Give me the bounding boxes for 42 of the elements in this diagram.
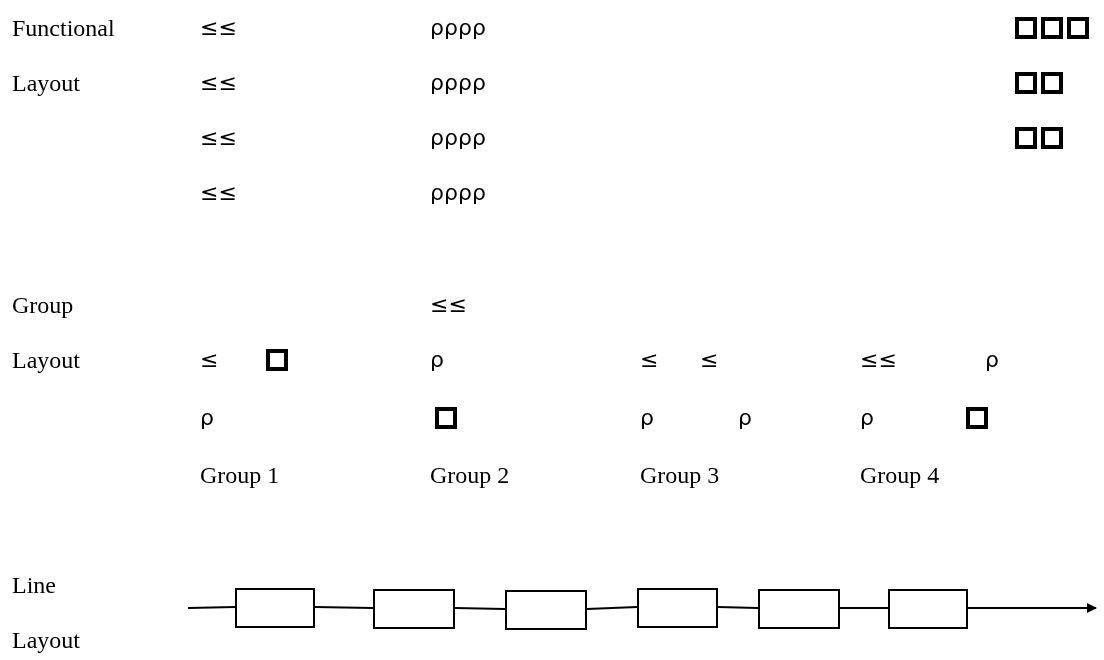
- label-text: Layout: [12, 626, 80, 654]
- label-text: ≤≤: [200, 70, 237, 96]
- label-text: ≤: [640, 347, 659, 373]
- label-text: ≤≤: [860, 347, 897, 373]
- label-text: Layout: [12, 346, 80, 374]
- empty-box: [888, 589, 968, 629]
- label-text: ≤≤: [200, 125, 237, 151]
- empty-box: [758, 589, 840, 629]
- label-text: ρ: [640, 405, 654, 431]
- label-text: ρρρρ: [430, 15, 486, 41]
- label-text: Group 4: [860, 461, 940, 489]
- label-text: Line: [12, 571, 56, 599]
- connector-line: [967, 603, 1097, 613]
- label-text: ρρρρ: [430, 70, 486, 96]
- label-text: ≤: [200, 347, 219, 373]
- empty-box: [637, 588, 718, 628]
- connector-line: [717, 606, 759, 609]
- empty-box: [373, 589, 455, 629]
- label-text: ρρρρ: [430, 125, 486, 151]
- label-text: ≤: [700, 347, 719, 373]
- label-text: Group: [12, 291, 74, 319]
- label-text: Group 2: [430, 461, 510, 489]
- label-text: Functional: [12, 14, 115, 42]
- label-text: Layout: [12, 69, 80, 97]
- label-text: Group 3: [640, 461, 720, 489]
- connector-line: [839, 607, 889, 609]
- empty-box: [505, 590, 587, 630]
- label-text: ≤≤: [200, 180, 237, 206]
- empty-box: [235, 588, 315, 628]
- connector-line: [586, 606, 638, 610]
- label-text: ρ: [860, 405, 874, 431]
- label-text: ≤≤: [430, 292, 467, 318]
- connector-line: [314, 606, 374, 609]
- label-text: ρ: [430, 347, 444, 373]
- label-text: ρ: [200, 405, 214, 431]
- label-text: ρ: [738, 405, 752, 431]
- connector-line: [187, 606, 236, 609]
- label-text: ρρρρ: [430, 180, 486, 206]
- label-text: ≤≤: [200, 15, 237, 41]
- label-text: Group 1: [200, 461, 280, 489]
- label-text: ρ: [985, 347, 999, 373]
- connector-line: [454, 607, 506, 610]
